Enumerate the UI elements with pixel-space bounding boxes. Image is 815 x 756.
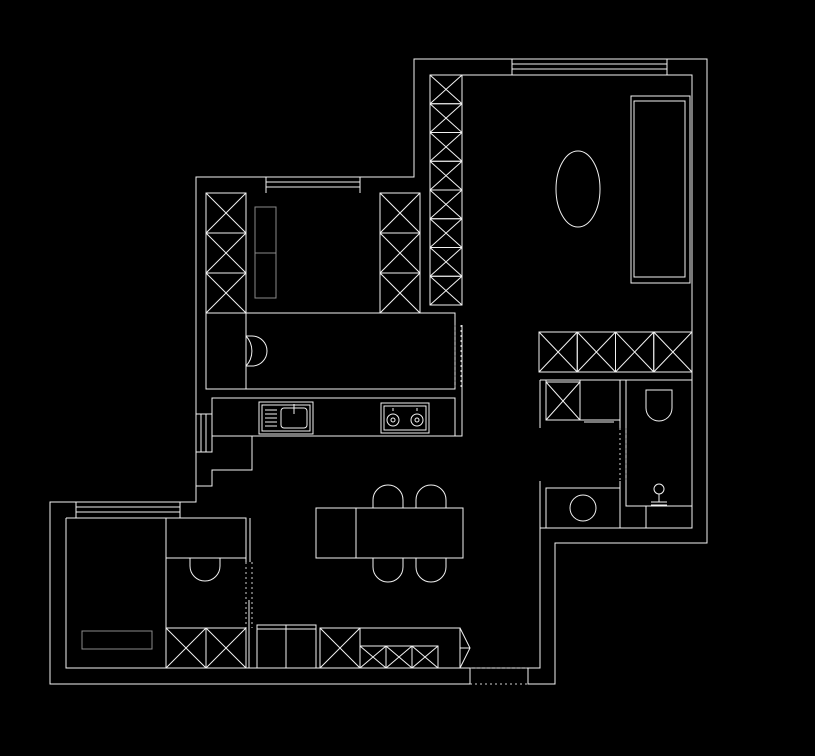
cabinet-cross	[411, 645, 439, 669]
cabinet-cross	[429, 189, 463, 220]
cabinet-cross	[429, 275, 463, 306]
cabinet-cross	[429, 103, 463, 133]
living-sofa	[630, 95, 691, 284]
cabinet-cross	[653, 331, 693, 373]
dining-chairs	[372, 484, 447, 583]
bathroom	[539, 379, 692, 529]
cabinet-cross	[379, 272, 421, 314]
cabinet-cell	[545, 381, 581, 421]
cabinet-cross	[205, 627, 247, 669]
cabinet-cross	[205, 192, 247, 234]
oval-coffee-table	[555, 150, 601, 228]
cabinet-cross	[538, 331, 578, 373]
window-bedroom-top	[265, 177, 361, 193]
cabinet-cross	[429, 218, 463, 248]
cabinet-cross	[545, 381, 581, 421]
door-openings	[245, 325, 627, 685]
bedroom-bed	[205, 312, 456, 390]
cabinet-cross	[429, 160, 463, 191]
bedroom	[205, 192, 456, 390]
cabinet-cross	[205, 232, 247, 274]
cabinet-cell	[411, 645, 439, 669]
cabinet-cell	[429, 275, 463, 306]
window-second-bedroom	[75, 502, 181, 518]
washbasin-icon	[569, 494, 597, 522]
cabinet-cross	[429, 74, 463, 105]
kitchen-counter	[211, 397, 456, 437]
cabinet-cross	[576, 331, 616, 373]
cabinet-cross	[359, 645, 387, 669]
windows	[75, 59, 668, 518]
dining-table	[315, 507, 464, 559]
bedroom-chair	[245, 335, 253, 367]
desk-chair	[189, 558, 221, 582]
shower-icon	[653, 483, 665, 495]
cabinet-cross	[319, 627, 361, 669]
toilet-icon	[645, 389, 673, 422]
cabinet-cell	[379, 272, 421, 314]
cabinet-cross	[429, 247, 463, 277]
washbasin-counter	[545, 487, 621, 529]
cabinet-cross	[205, 272, 247, 314]
cabinet-cross	[379, 192, 421, 234]
cabinet-cross	[165, 627, 207, 669]
window-side	[195, 413, 213, 453]
window-living-top	[511, 59, 668, 75]
desk	[165, 517, 247, 559]
bed-pillow	[81, 630, 153, 650]
cabinet-cross	[385, 645, 413, 669]
cabinet-cross	[379, 232, 421, 274]
cabinet-cell	[205, 272, 247, 314]
cabinet-cross	[615, 331, 655, 373]
cabinet-cell	[653, 331, 693, 373]
cabinet-crosses	[165, 74, 693, 669]
cabinet-cross	[429, 132, 463, 162]
cooktop-icon	[380, 402, 430, 434]
cabinet-cell	[205, 627, 247, 669]
sink-icon	[258, 401, 314, 435]
